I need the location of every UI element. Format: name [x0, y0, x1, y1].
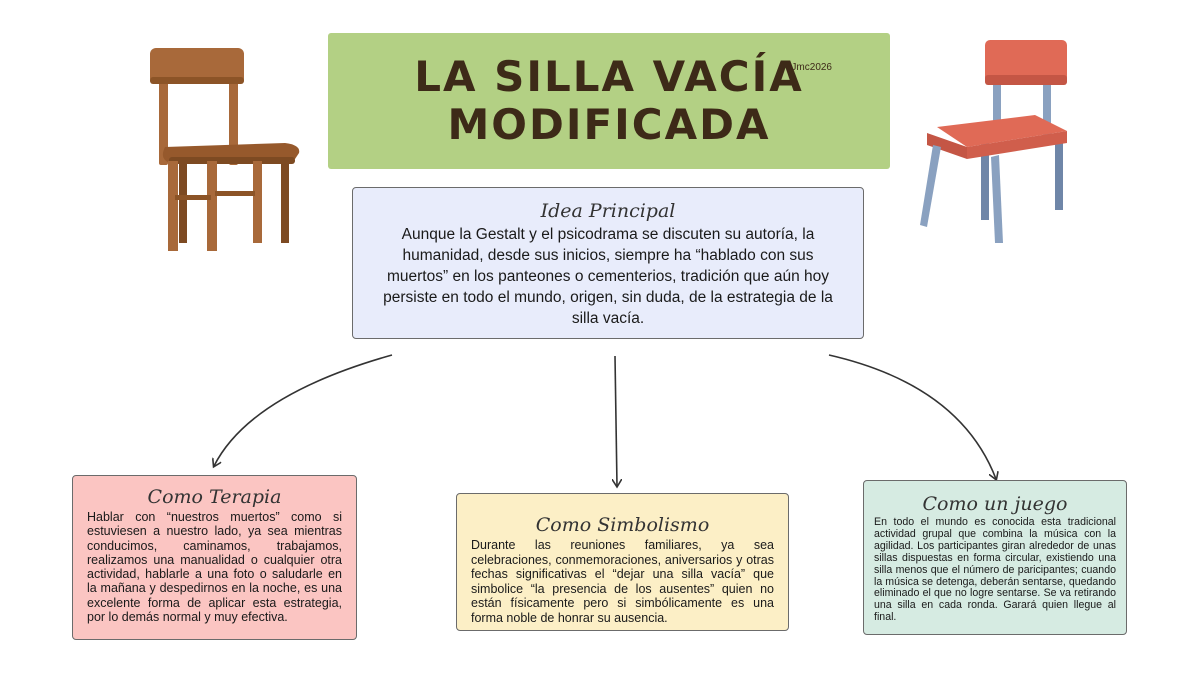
title-line-1: LA SILLA VACÍA	[414, 52, 804, 101]
idea-principal-heading: Idea Principal	[540, 200, 676, 222]
juego-heading: Como un juego	[922, 493, 1068, 515]
terapia-text: Hablar con “nuestros muertos” como si es…	[87, 510, 342, 625]
idea-principal-box: Idea Principal Aunque la Gestalt y el ps…	[352, 187, 864, 339]
terapia-card: Como Terapia Hablar con “nuestros muerto…	[72, 475, 357, 640]
wooden-chair-icon	[150, 48, 300, 251]
simbolismo-text: Durante las reuniones familiares, ya sea…	[471, 538, 774, 625]
arrow-to-terapia	[214, 354, 393, 466]
red-chair-icon	[920, 40, 1067, 243]
title-line-2: MODIFICADA	[447, 100, 771, 149]
author-tag: Jmc2026	[791, 62, 832, 73]
simbolismo-card: Como Simbolismo Durante las reuniones fa…	[456, 493, 789, 631]
idea-principal-text: Aunque la Gestalt y el psicodrama se dis…	[383, 226, 833, 327]
arrow-to-simbolismo	[615, 355, 617, 486]
title-banner: LA SILLA VACÍA MODIFICADA Jmc2026	[328, 33, 890, 169]
terapia-heading: Como Terapia	[147, 486, 282, 508]
juego-card: Como un juego En todo el mundo es conoci…	[863, 480, 1127, 635]
simbolismo-heading: Como Simbolismo	[535, 514, 710, 536]
arrow-to-juego	[828, 354, 996, 479]
juego-text: En todo el mundo es conocida esta tradic…	[874, 516, 1116, 624]
